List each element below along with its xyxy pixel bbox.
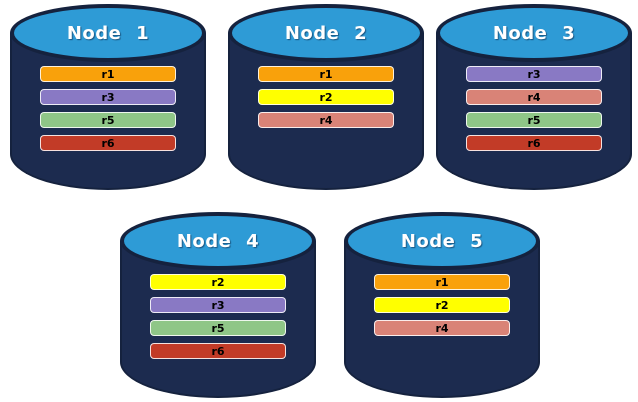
database-node-1: Node 1 r1 r3 r5 r6	[10, 4, 206, 190]
database-node-5: Node 5 r1 r2 r4	[344, 212, 540, 398]
replica-bar-r6: r6	[466, 135, 602, 151]
replica-bar-r4: r4	[374, 320, 510, 336]
replica-bar-r5: r5	[40, 112, 176, 128]
node-title: Node 3	[492, 22, 576, 44]
replica-bar-r4: r4	[258, 112, 394, 128]
replica-bar-r5: r5	[150, 320, 286, 336]
replica-label: r4	[527, 90, 541, 104]
node-title: Node 4	[176, 230, 260, 252]
replica-bar-r1: r1	[258, 66, 394, 82]
replica-bar-r1: r1	[374, 274, 510, 290]
replica-bar-r2: r2	[374, 297, 510, 313]
replica-label: r1	[435, 275, 449, 289]
cylinder-top-ellipse: Node 3	[436, 4, 632, 62]
replica-label: r1	[319, 67, 333, 81]
replica-bar-list: r3 r4 r5 r6	[436, 66, 632, 151]
cylinder-top-ellipse: Node 5	[344, 212, 540, 270]
database-node-2: Node 2 r1 r2 r4	[228, 4, 424, 190]
replica-label: r5	[101, 113, 115, 127]
replica-bar-r6: r6	[150, 343, 286, 359]
replica-bar-r4: r4	[466, 89, 602, 105]
replica-bar-r5: r5	[466, 112, 602, 128]
replica-bar-r2: r2	[150, 274, 286, 290]
replica-bar-r3: r3	[40, 89, 176, 105]
cylinder-top-ellipse: Node 4	[120, 212, 316, 270]
replica-bar-list: r1 r2 r4	[344, 274, 540, 336]
replica-bar-list: r1 r3 r5 r6	[10, 66, 206, 151]
node-title: Node 5	[400, 230, 484, 252]
replica-label: r3	[211, 298, 225, 312]
replica-label: r5	[527, 113, 541, 127]
node-title: Node 2	[284, 22, 368, 44]
replica-bar-r1: r1	[40, 66, 176, 82]
replica-label: r4	[435, 321, 449, 335]
replica-label: r3	[527, 67, 541, 81]
node-title: Node 1	[66, 22, 150, 44]
replica-label: r6	[527, 136, 541, 150]
replica-bar-r2: r2	[258, 89, 394, 105]
replica-label: r4	[319, 113, 333, 127]
replica-label: r6	[211, 344, 225, 358]
cylinder-top-ellipse: Node 2	[228, 4, 424, 62]
replica-bar-list: r1 r2 r4	[228, 66, 424, 128]
replica-bar-r3: r3	[466, 66, 602, 82]
replica-bar-r6: r6	[40, 135, 176, 151]
database-node-3: Node 3 r3 r4 r5 r6	[436, 4, 632, 190]
replica-label: r2	[211, 275, 225, 289]
replica-label: r2	[319, 90, 333, 104]
replica-label: r2	[435, 298, 449, 312]
replica-label: r3	[101, 90, 115, 104]
database-node-4: Node 4 r2 r3 r5 r6	[120, 212, 316, 398]
replica-label: r5	[211, 321, 225, 335]
cylinder-top-ellipse: Node 1	[10, 4, 206, 62]
replica-bar-list: r2 r3 r5 r6	[120, 274, 316, 359]
replica-label: r1	[101, 67, 115, 81]
replica-bar-r3: r3	[150, 297, 286, 313]
replica-label: r6	[101, 136, 115, 150]
